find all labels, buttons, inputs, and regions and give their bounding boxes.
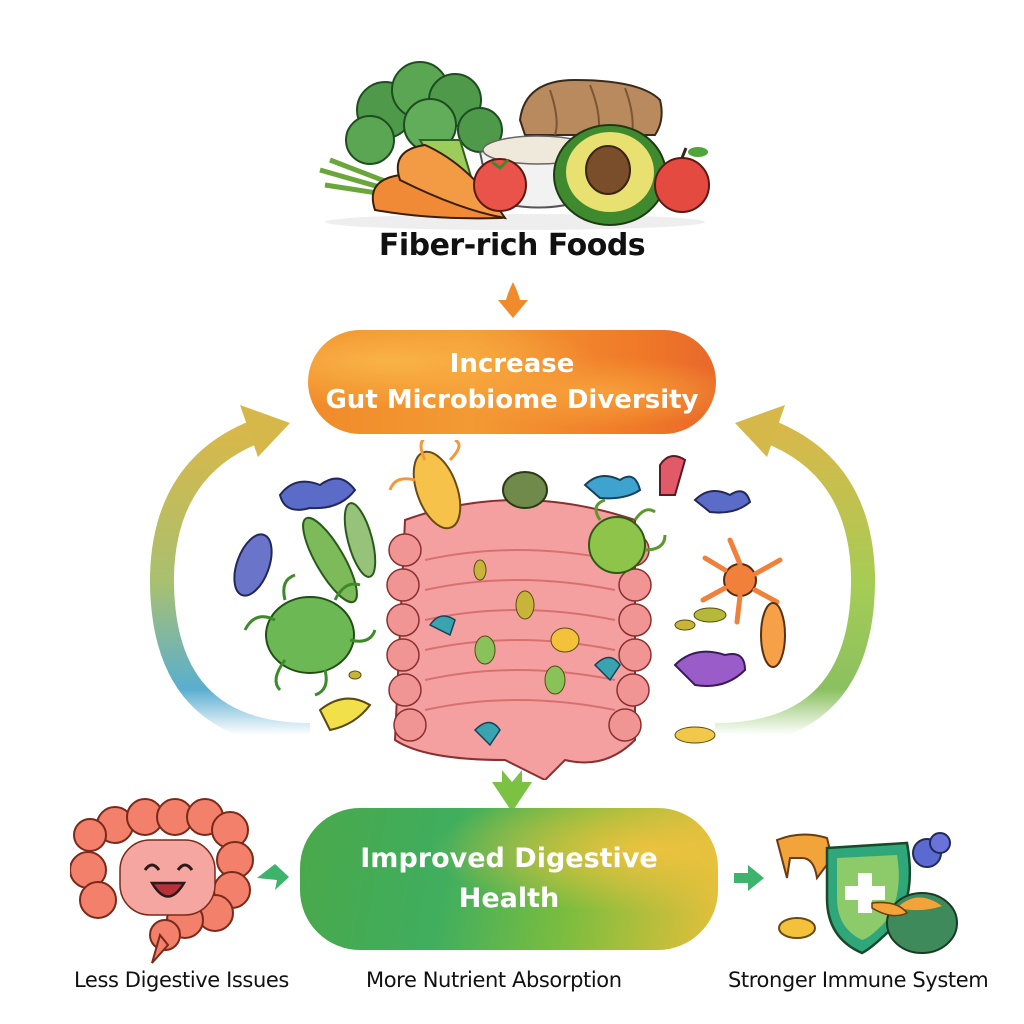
outcome-more-nutrient-absorption: More Nutrient Absorption [366,968,622,992]
arrow-down-icon [490,768,534,816]
immune-shield-icon [772,828,972,958]
step2-line1: Improved Digestive [360,843,658,874]
step1-line1: Increase [449,349,575,379]
outcome-stronger-immune-system: Stronger Immune System [728,968,989,992]
cycle-arrow-right-icon [705,395,885,755]
arrow-right-icon [255,862,291,892]
step1-line2: Gut Microbiome Diversity [325,385,699,415]
cycle-arrow-left-icon [140,395,320,755]
step2-line2: Health [458,883,560,914]
fiber-foods-label: Fiber-rich Foods [378,228,646,263]
fiber-foods-illustration [310,40,720,230]
outcome-less-digestive-issues: Less Digestive Issues [74,968,289,992]
arrow-right-icon [732,865,766,891]
increase-microbiome-diversity-box: Increase Gut Microbiome Diversity [308,330,716,434]
improved-digestive-health-box: Improved Digestive Health [300,808,718,950]
gut-microbiome-illustration [225,440,805,780]
arrow-down-icon [496,280,530,320]
happy-intestine-icon [70,795,255,965]
